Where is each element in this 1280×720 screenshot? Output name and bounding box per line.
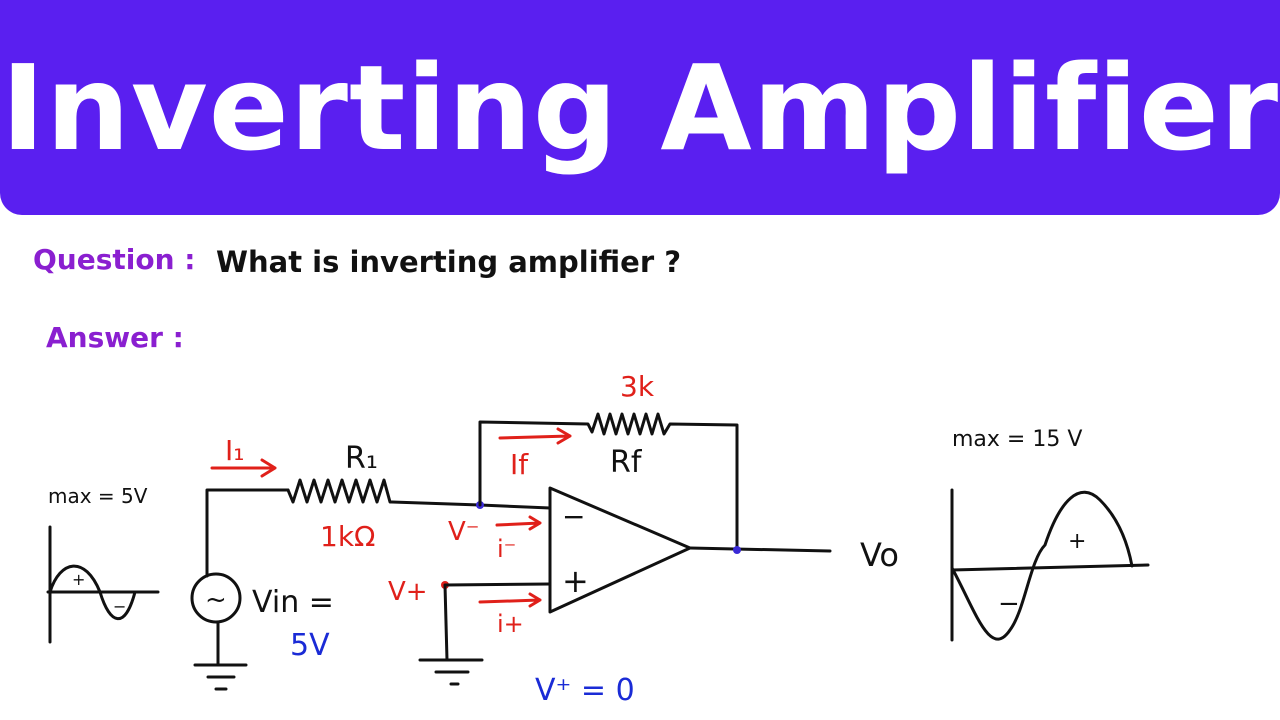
i-plus-arrow-icon — [478, 592, 542, 608]
ground-icon — [418, 582, 552, 686]
page-title: Inverting Amplifier — [0, 38, 1280, 177]
output-waveform: max = 15 V − + — [950, 427, 1150, 642]
negative-half-label: − — [998, 589, 1020, 619]
i1-label: I₁ — [225, 434, 244, 467]
inverting-input-sign: − — [562, 500, 585, 533]
i-plus-label: i+ — [497, 610, 524, 638]
input-labels: V⁻ i⁻ V+ i+ V⁺ = 0 — [388, 515, 635, 708]
non-inverting-input-sign: + — [562, 562, 589, 600]
v-plus-equation: V⁺ = 0 — [535, 673, 635, 708]
if-label: If — [510, 448, 529, 481]
ground-icon — [193, 620, 248, 691]
i-minus-label: i⁻ — [497, 535, 516, 563]
vo-label: Vo — [860, 536, 899, 574]
question-text: What is inverting amplifier ? — [216, 245, 682, 279]
positive-half-label: + — [1068, 529, 1086, 554]
title-banner: Inverting Amplifier — [0, 0, 1280, 215]
i1-arrow-icon — [210, 458, 277, 478]
negative-half-label: − — [113, 597, 126, 616]
i-minus-arrow-icon — [495, 515, 542, 531]
answer-label: Answer : — [46, 321, 184, 354]
v-minus-label: V⁻ — [448, 517, 480, 547]
if-arrow-icon — [498, 427, 572, 445]
question-label: Question : — [33, 243, 196, 276]
vin-label: Vin = — [252, 585, 334, 620]
r1-value: 1kΩ — [320, 520, 375, 553]
input-waveform: + − max = 5V — [46, 484, 160, 644]
rf-value: 3k — [620, 370, 655, 403]
resistor-r1: R₁ 1kΩ I₁ — [210, 434, 552, 553]
vin-value: 5V — [290, 628, 330, 663]
resistor-rf: 3k Rf If — [476, 370, 739, 552]
input-max-label: max = 5V — [48, 484, 148, 508]
v-plus-label: V+ — [388, 577, 428, 607]
ac-source: ~ Vin = 5V — [190, 488, 334, 691]
op-amp: − + Vo — [548, 486, 899, 614]
ac-source-icon: ~ — [205, 585, 227, 615]
output-max-label: max = 15 V — [952, 427, 1082, 452]
positive-half-label: + — [72, 570, 85, 589]
r1-label: R₁ — [345, 441, 378, 476]
rf-label: Rf — [610, 445, 643, 480]
